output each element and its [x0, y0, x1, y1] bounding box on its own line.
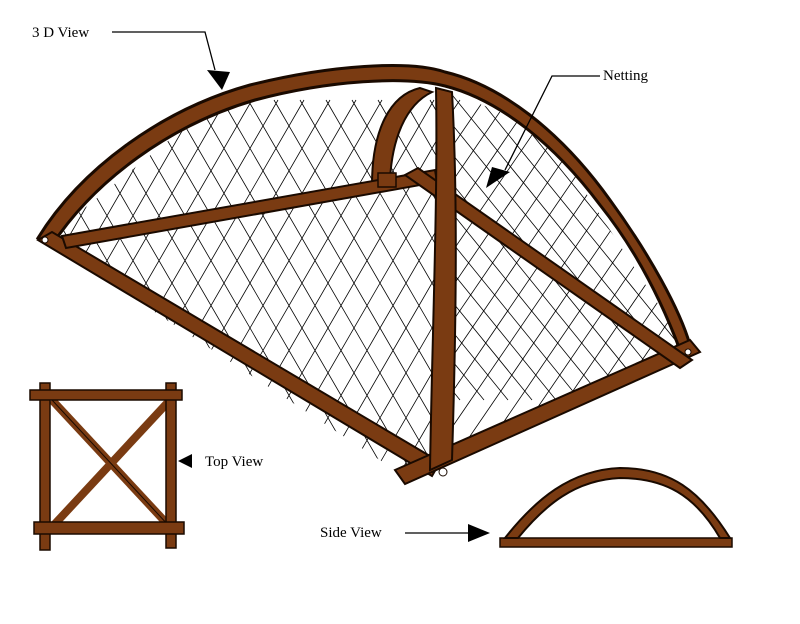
- net-strand: [664, 100, 800, 480]
- top-view-bottom-rail: [33, 521, 185, 535]
- net-strand: [776, 100, 800, 480]
- net-strand: [0, 100, 18, 480]
- net-strand: [435, 88, 677, 401]
- right-base-beam: [393, 338, 702, 486]
- net-strand: [435, 99, 557, 470]
- net-strand: [776, 80, 800, 400]
- cross-beam-right: [403, 166, 694, 370]
- label-top-view: Top View: [205, 454, 263, 470]
- net-strand: [690, 100, 800, 480]
- net-strand: [435, 99, 605, 470]
- net-strand: [45, 99, 105, 470]
- net-strand: [752, 100, 800, 480]
- net-strand: [679, 99, 688, 470]
- side-view: [499, 466, 733, 548]
- arrow-top-view: [178, 454, 192, 468]
- label-netting: Netting: [603, 68, 648, 84]
- net-strand: [369, 99, 440, 470]
- net-strand: [343, 99, 440, 470]
- top-view-right-post: [165, 382, 177, 549]
- top-view-top-rail: [29, 389, 183, 401]
- net-strand: [435, 88, 509, 401]
- net-strand: [435, 99, 509, 470]
- net-strand: [0, 100, 26, 480]
- net-strand: [0, 100, 44, 480]
- arrow-side-view: [405, 524, 490, 542]
- top-view: [29, 382, 185, 551]
- net-strand: [435, 88, 557, 401]
- net-strand: [752, 80, 800, 400]
- bracket: [377, 172, 397, 188]
- net-strand: [273, 99, 440, 470]
- net-strand: [435, 88, 533, 401]
- net-strand: [45, 99, 123, 470]
- side-view-arch: [502, 466, 732, 539]
- three-d-view: [0, 64, 800, 486]
- net-strand: [704, 100, 800, 480]
- arrow-netting: [486, 75, 600, 188]
- net-strand: [435, 99, 533, 470]
- net-strand: [728, 100, 800, 480]
- top-view-left-post: [39, 382, 51, 551]
- net-strand: [45, 99, 71, 470]
- net-strand: [794, 100, 800, 480]
- center-post: [428, 86, 457, 472]
- net-strand: [742, 100, 800, 480]
- net-strand: [45, 99, 79, 470]
- arrow-3d-view: [112, 31, 230, 90]
- label-3d-view: 3 D View: [32, 25, 89, 41]
- net-strand: [377, 99, 440, 470]
- net-strand: [291, 99, 440, 470]
- net-strand: [143, 99, 365, 470]
- net-strand: [768, 100, 800, 480]
- side-view-base: [499, 537, 733, 548]
- label-side-view: Side View: [320, 525, 382, 541]
- net-strand: [299, 99, 440, 470]
- net-strand: [435, 88, 605, 401]
- net-strand: [195, 99, 417, 470]
- net-strand: [704, 80, 800, 400]
- net-strand: [728, 80, 800, 400]
- net-strand: [716, 100, 800, 480]
- net-strand: [221, 99, 440, 470]
- net-strand: [655, 99, 688, 470]
- rear-arch: [370, 86, 435, 187]
